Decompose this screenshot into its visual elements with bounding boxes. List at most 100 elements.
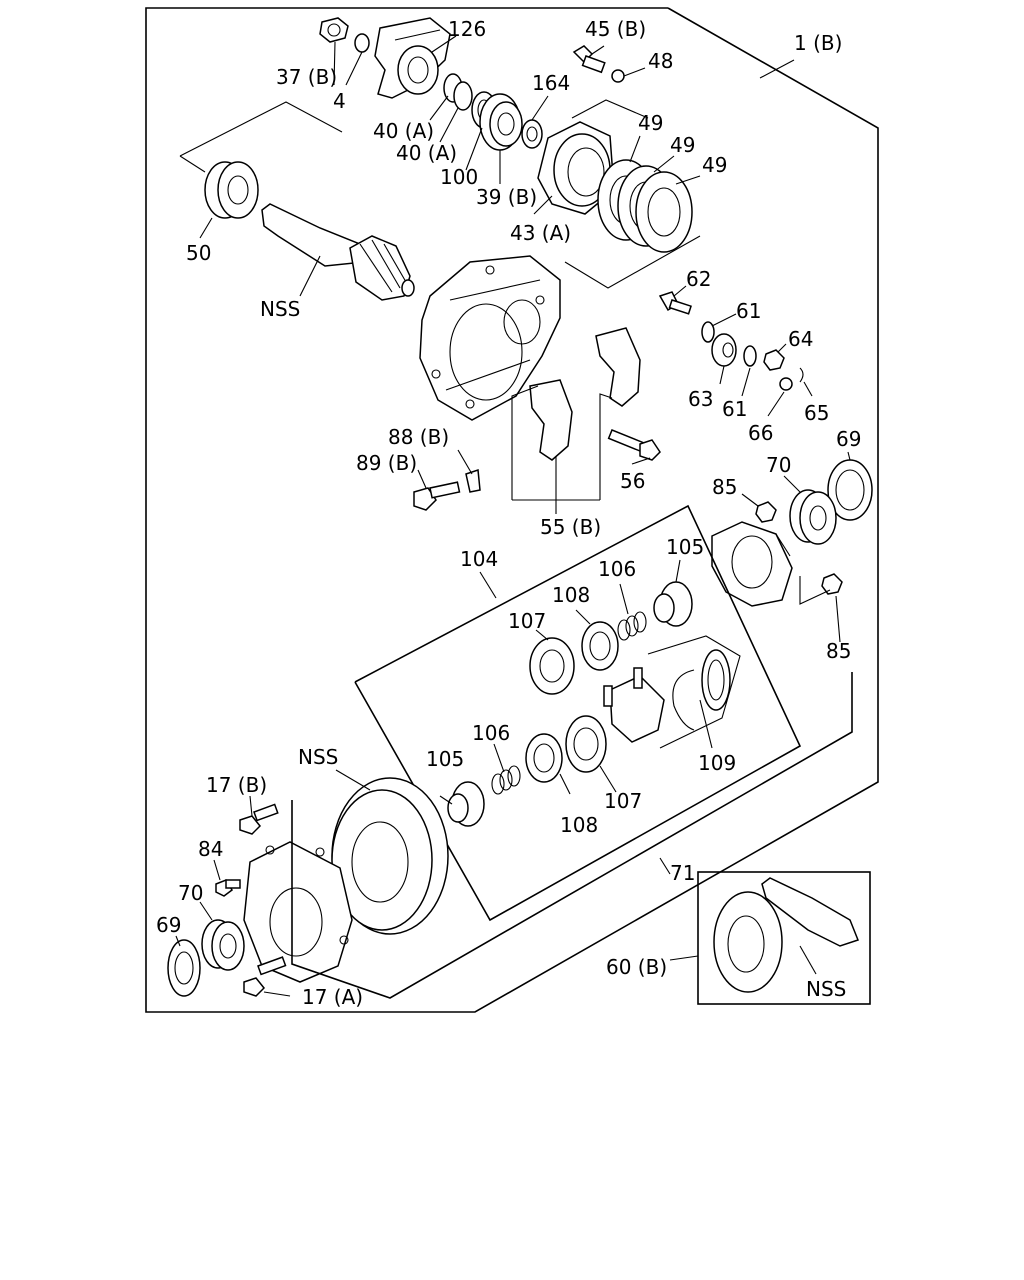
label-126: 126 bbox=[448, 17, 486, 41]
part-65-pin[interactable] bbox=[799, 367, 804, 383]
part-45b-bolt[interactable] bbox=[572, 45, 606, 74]
label-50: 50 bbox=[186, 241, 211, 265]
label-104: 104 bbox=[460, 547, 498, 571]
label-69-2: 69 bbox=[156, 913, 181, 937]
label-nss-3: NSS bbox=[806, 977, 846, 1001]
part-66-washer[interactable] bbox=[779, 377, 793, 391]
label-164: 164 bbox=[532, 71, 570, 95]
part-109-ring[interactable] bbox=[672, 649, 731, 731]
label-40a-1: 40 (A) bbox=[373, 119, 434, 143]
label-109: 109 bbox=[698, 751, 736, 775]
label-100: 100 bbox=[440, 165, 478, 189]
label-89b: 89 (B) bbox=[356, 451, 417, 475]
label-nss-1: NSS bbox=[260, 297, 300, 321]
part-85-nut-lower[interactable] bbox=[821, 573, 843, 595]
part-61-plate-upper[interactable] bbox=[701, 321, 715, 343]
part-107-clutch-lower[interactable] bbox=[565, 715, 607, 773]
label-70-2: 70 bbox=[178, 881, 203, 905]
bracket-50 bbox=[179, 101, 343, 157]
label-4: 4 bbox=[333, 89, 346, 113]
label-106-2: 106 bbox=[472, 721, 510, 745]
part-56-bolt[interactable] bbox=[607, 429, 661, 461]
group-71-box bbox=[291, 672, 853, 999]
part-106-spring-upper[interactable] bbox=[617, 611, 647, 641]
part-17a-bolt[interactable] bbox=[243, 956, 287, 997]
part-nss-pinion[interactable] bbox=[261, 203, 415, 301]
leader-lines bbox=[175, 35, 851, 997]
part-61-plate-lower[interactable] bbox=[743, 345, 757, 367]
part-69-ring-upper[interactable] bbox=[827, 459, 873, 521]
part-spider[interactable] bbox=[603, 667, 665, 743]
label-55b: 55 (B) bbox=[540, 515, 601, 539]
part-88b-lock[interactable] bbox=[465, 468, 481, 493]
label-45b: 45 (B) bbox=[585, 17, 646, 41]
label-85-1: 85 bbox=[712, 475, 737, 499]
part-48-washer[interactable] bbox=[611, 69, 625, 83]
label-105-2: 105 bbox=[426, 747, 464, 771]
part-105-side-gear-upper[interactable] bbox=[653, 581, 693, 627]
part-70-bearing-lower[interactable] bbox=[201, 919, 245, 971]
part-50-bearing[interactable] bbox=[204, 161, 259, 219]
part-64-nut[interactable] bbox=[763, 349, 785, 371]
part-108-thrust-washer-lower[interactable] bbox=[525, 733, 563, 783]
part-diff-case-lower[interactable] bbox=[243, 841, 353, 983]
label-64: 64 bbox=[788, 327, 813, 351]
part-85-nut-upper[interactable] bbox=[755, 501, 777, 523]
part-55b-bearing-caps[interactable] bbox=[529, 327, 641, 461]
label-69-1: 69 bbox=[836, 427, 861, 451]
label-84: 84 bbox=[198, 837, 223, 861]
label-nss-2: NSS bbox=[298, 745, 338, 769]
label-105-1: 105 bbox=[666, 535, 704, 559]
label-49-1: 49 bbox=[638, 111, 663, 135]
label-107-2: 107 bbox=[604, 789, 642, 813]
part-126-flange[interactable] bbox=[374, 17, 451, 99]
part-107-clutch-upper[interactable] bbox=[529, 637, 575, 695]
part-84-plug[interactable] bbox=[215, 879, 241, 897]
label-108-1: 108 bbox=[552, 583, 590, 607]
bracket-109 bbox=[647, 635, 741, 749]
label-70-1: 70 bbox=[766, 453, 791, 477]
part-164-seal[interactable] bbox=[521, 119, 543, 149]
callout-labels: 37 (B) 4 126 45 (B) 48 1 (B) 164 40 (A) … bbox=[156, 17, 861, 1009]
label-62: 62 bbox=[686, 267, 711, 291]
part-69-ring-lower[interactable] bbox=[167, 939, 201, 997]
part-62-bolt[interactable] bbox=[658, 291, 692, 315]
label-63: 63 bbox=[688, 387, 713, 411]
part-63-adjuster[interactable] bbox=[711, 333, 737, 367]
label-37b: 37 (B) bbox=[276, 65, 337, 89]
part-108-thrust-washer-upper[interactable] bbox=[581, 621, 619, 671]
part-89b-bolt[interactable] bbox=[413, 481, 461, 511]
label-66: 66 bbox=[748, 421, 773, 445]
kit-60b-box bbox=[697, 871, 871, 1005]
label-39b: 39 (B) bbox=[476, 185, 537, 209]
part-carrier-housing[interactable] bbox=[419, 255, 561, 421]
bracket-49-lower bbox=[564, 235, 701, 289]
label-88b: 88 (B) bbox=[388, 425, 449, 449]
part-nss-ring-gear[interactable] bbox=[331, 777, 449, 935]
part-40a-ring-2[interactable] bbox=[453, 81, 473, 111]
label-61-1: 61 bbox=[736, 299, 761, 323]
part-39b-bearing[interactable] bbox=[479, 93, 523, 151]
part-17b-bolt[interactable] bbox=[239, 803, 279, 835]
label-106-1: 106 bbox=[598, 557, 636, 581]
part-60b-gear-set[interactable] bbox=[713, 877, 859, 993]
part-70-bearing-upper[interactable] bbox=[789, 489, 837, 545]
label-40a-2: 40 (A) bbox=[396, 141, 457, 165]
main-frame bbox=[145, 7, 879, 1013]
part-37b-nut[interactable] bbox=[319, 17, 349, 43]
part-diff-case-upper[interactable] bbox=[711, 521, 793, 607]
label-71: 71 bbox=[670, 861, 695, 885]
part-4-o-ring[interactable] bbox=[354, 33, 370, 53]
part-106-spring-lower[interactable] bbox=[491, 765, 521, 795]
part-49-shims[interactable] bbox=[597, 159, 693, 253]
label-1b: 1 (B) bbox=[794, 31, 842, 55]
label-49-3: 49 bbox=[702, 153, 727, 177]
label-43a: 43 (A) bbox=[510, 221, 571, 245]
label-48: 48 bbox=[648, 49, 673, 73]
part-105-side-gear-lower[interactable] bbox=[447, 781, 485, 827]
label-17a: 17 (A) bbox=[302, 985, 363, 1009]
label-60b: 60 (B) bbox=[606, 955, 667, 979]
label-85-2: 85 bbox=[826, 639, 851, 663]
